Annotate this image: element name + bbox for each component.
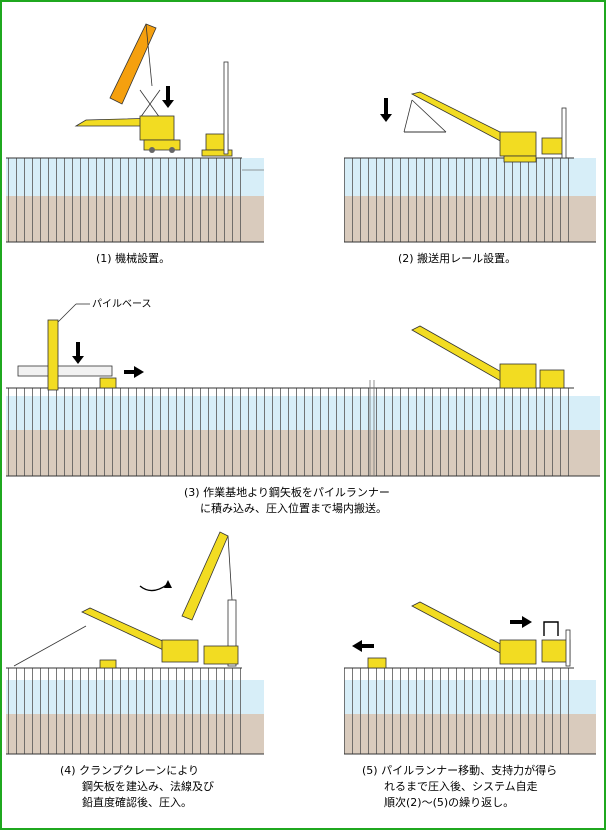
step3-callout-label: パイルベース: [92, 298, 152, 310]
step4-caption-line2: 鋼矢板を建込み、法線及び: [82, 779, 214, 793]
step1-arrow-down-icon: [162, 86, 174, 108]
step1-clamp-crane: [201, 61, 233, 157]
step2-clamp-crane: [541, 107, 567, 159]
step5-arrow-right-icon: [510, 616, 532, 628]
step4-scene: [6, 531, 264, 755]
step4-rotate-arrow-icon: [139, 580, 172, 592]
step3-pile-base: [17, 319, 113, 391]
step3-scene: パイルベース: [6, 298, 600, 477]
step1-crawler-crane: [74, 115, 181, 153]
step3-pile-runner: [99, 377, 117, 389]
step4-clamp-crane-boom: [181, 531, 239, 667]
step4-caption-line3: 鉛直度確認後、圧入。: [82, 795, 192, 809]
step3-crawler-crane: [411, 325, 565, 389]
step5-crawler-crane: [411, 601, 537, 665]
step1-caption: (1) 機械設置。: [96, 251, 170, 265]
step2-caption: (2) 搬送用レール設置。: [398, 251, 516, 265]
step4-crawler-crane: [13, 607, 199, 669]
step3-caption-line2: に積み込み、圧入位置まで場内搬送。: [200, 501, 387, 515]
step2-arrow-down-icon: [380, 98, 392, 122]
step2-scene: [344, 91, 596, 243]
step3-callout: [57, 303, 90, 323]
step5-arrow-left-icon: [352, 640, 374, 652]
step3-caption-line1: (3) 作業基地より鋼矢板をパイルランナー: [184, 485, 390, 499]
step5-caption-line1: (5) パイルランナー移動、支持力が得ら: [362, 763, 557, 777]
step2-rail-frame: [403, 99, 447, 133]
step5-caption-line2: れるまで圧入後、システム自走: [384, 779, 538, 793]
step2-sheet-piles: [344, 158, 574, 242]
step3-arrow-down-icon: [72, 342, 84, 364]
step4-sheet-piles: [6, 668, 242, 754]
step4-caption-line1: (4) クランプクレーンにより: [60, 764, 199, 777]
step5-caption-line3: 順次(2)～(5)の繰り返し。: [384, 795, 514, 809]
step1-scene: [6, 23, 264, 243]
step5-sheet-piles: [344, 668, 574, 754]
step5-scene: [344, 601, 596, 755]
step3-sheet-piles: [6, 388, 574, 476]
step5-pile-runner: [367, 657, 387, 669]
step5-clamp-crane: [541, 621, 571, 667]
step3-arrow-right-icon: [124, 366, 144, 378]
step1-sheet-piles: [6, 158, 242, 242]
step2-crawler-crane: [410, 91, 537, 163]
step1-crane-boom: [109, 23, 161, 119]
